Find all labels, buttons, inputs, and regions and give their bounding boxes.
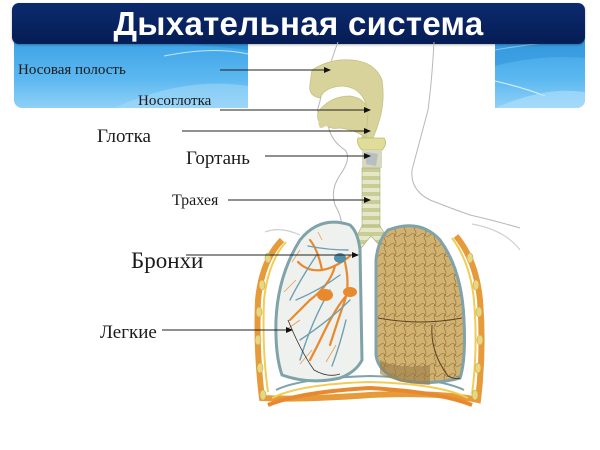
- label-bronchi: Бронхи: [131, 248, 204, 273]
- label-nasal-cavity: Носовая полость: [18, 62, 126, 78]
- label-trachea: Трахея: [172, 192, 219, 209]
- title-bar: Дыхательная система: [12, 3, 585, 44]
- label-pharynx: Глотка: [97, 126, 151, 147]
- label-larynx: Гортань: [186, 148, 250, 169]
- slide-title: Дыхательная система: [113, 4, 484, 42]
- label-lungs: Легкие: [100, 322, 157, 343]
- header-background-right: [495, 36, 585, 108]
- label-nasopharynx: Носоглотка: [138, 93, 212, 109]
